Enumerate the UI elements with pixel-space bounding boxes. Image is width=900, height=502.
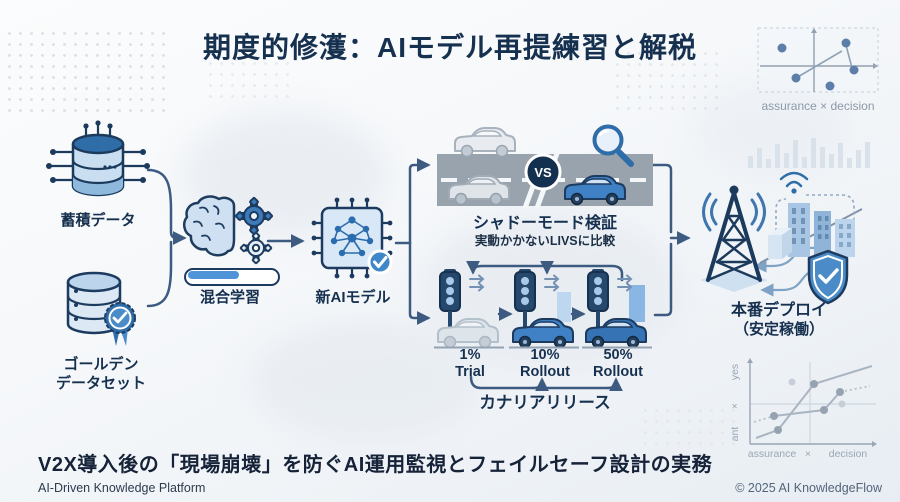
footer-copyright: © 2025 AI KnowledgeFlow [735, 481, 882, 495]
stage-3-label: Rollout [593, 364, 643, 380]
svg-text:ant: ant [729, 427, 741, 442]
svg-text:VS: VS [534, 165, 552, 180]
bar-chart-watermark [748, 138, 870, 168]
canary-release-caption: カナリアリリース [479, 394, 611, 412]
deploy-label-line2: （安定稼働） [733, 321, 824, 338]
canary-stage-3-graphic [582, 269, 652, 349]
assurance-decision-line-chart: yes × ant assurance × decision [729, 358, 877, 460]
footer-brand: AI-Driven Knowledge Platform [38, 481, 206, 495]
dashed-link [775, 194, 855, 243]
gear-icon [239, 231, 273, 265]
dot-pattern [205, 58, 290, 103]
shadow-mode-subtitle: 実動かかないLIVSに比較 [474, 234, 616, 248]
golden-dataset-label: ゴールデン データセット [55, 356, 146, 392]
svg-text:assurance: assurance [748, 448, 797, 460]
magnifier-icon [592, 124, 634, 167]
deploy-label-line1: 本番デプロイ [730, 302, 827, 319]
canary-stage-1-graphic [434, 269, 504, 349]
trial-car-icon [437, 318, 499, 349]
rollout-car-icon [512, 318, 574, 349]
wifi-icon [779, 171, 809, 188]
dot-pattern [4, 28, 172, 120]
rollout-bar [629, 285, 645, 322]
rollout-bar [557, 292, 571, 322]
radio-tower-icon [700, 185, 768, 292]
accumulated-data-database-icon [46, 120, 150, 197]
bottom-headline: V2X導入後の「現場崩壊」を防ぐAI運用監視とフェイルセーフ設計の実務 [38, 454, 713, 476]
ai-chip-icon [311, 197, 393, 279]
canary-stage-2-graphic [509, 269, 579, 349]
security-shield-icon [807, 249, 849, 305]
training-brain-gears-icon [182, 195, 273, 265]
signal-waves-icon [702, 192, 766, 232]
stage-1-label: Trial [455, 364, 485, 380]
accumulated-data-label: 蓄積データ [60, 212, 136, 229]
scatter-caption: assurance × decision [761, 99, 875, 113]
svg-text:yes: yes [729, 364, 741, 380]
progress-fill [188, 271, 239, 279]
double-arrow-icon [617, 274, 633, 292]
shadow-mode-title: シャドーモード検証 [472, 215, 617, 232]
dot-pattern [612, 48, 722, 118]
shadow-mode-road-scene: VS [437, 124, 653, 209]
training-label: 混合学習 [199, 289, 260, 306]
svg-text:×: × [805, 448, 811, 460]
shadow-car-icon [448, 175, 510, 206]
stage-2-percent: 10% [530, 347, 560, 363]
medal-icon [104, 302, 136, 346]
smart-city-icon [759, 171, 863, 264]
new-model-label: 新AIモデル [315, 289, 391, 306]
double-arrow-icon [544, 274, 560, 292]
svg-text:decision: decision [829, 448, 868, 460]
page-title: 期度的修濩：AIモデル再提練習と解税 [202, 32, 697, 63]
stage-3-percent: 50% [603, 347, 633, 363]
svg-text:×: × [729, 403, 741, 409]
stage-1-percent: 1% [459, 347, 481, 363]
vs-badge: VS [524, 153, 562, 191]
dot-pattern [640, 405, 735, 447]
stage-2-label: Rollout [520, 364, 570, 380]
wifi-dot [791, 188, 797, 194]
training-progress-bar [184, 268, 280, 286]
shadow-car-icon [454, 127, 516, 158]
rollout-car-icon [585, 318, 647, 349]
gear-icon [235, 197, 273, 235]
check-badge-icon [367, 249, 393, 275]
double-arrow-icon [469, 274, 485, 292]
live-car-icon [564, 175, 626, 206]
assurance-decision-scatter [757, 27, 879, 93]
golden-dataset-database-icon [66, 271, 136, 346]
